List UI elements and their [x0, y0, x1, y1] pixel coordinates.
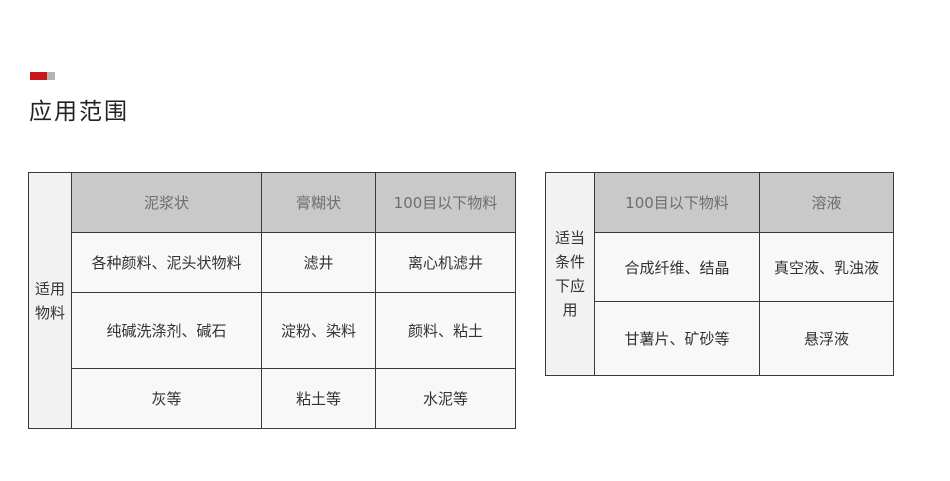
table-header-row: 适用物料 泥浆状 膏糊状 100目以下物料: [28, 172, 516, 429]
column-header: 溶液: [759, 172, 894, 233]
column-header: 膏糊状: [261, 172, 376, 233]
table-cell: 合成纤维、结晶: [594, 232, 760, 302]
column-header: 泥浆状: [71, 172, 262, 233]
table-header-row: 适当条件下应用 100目以下物料 溶液: [545, 172, 894, 376]
table-row: 各种颜料、泥头状物料 滤井 离心机滤井: [29, 232, 516, 293]
side-label: 适当条件下应用: [554, 229, 585, 319]
column-header: 100目以下物料: [594, 172, 760, 233]
table-cell: 水泥等: [375, 368, 516, 429]
table-cell: 淀粉、染料: [261, 292, 376, 369]
side-label-cell: 适用物料: [28, 172, 72, 429]
accent-gray-block: [47, 72, 55, 80]
section-accent-bar: [30, 72, 55, 80]
table-cell: 颜料、粘土: [375, 292, 516, 369]
table-cell: 离心机滤井: [375, 232, 516, 293]
table-row: 灰等 粘土等 水泥等: [29, 368, 516, 429]
accent-red-block: [30, 72, 47, 80]
applicable-materials-table: 适用物料 泥浆状 膏糊状 100目以下物料 各种颜料、泥头状物料 滤井 离心机滤…: [28, 172, 516, 429]
table-cell: 粘土等: [261, 368, 376, 429]
table-cell: 纯碱洗涤剂、碱石: [71, 292, 262, 369]
section-title: 应用范围: [29, 99, 129, 125]
table-row: 甘薯片、矿砂等 悬浮液: [546, 301, 894, 376]
table-cell: 真空液、乳浊液: [759, 232, 894, 302]
conditional-application-table: 适当条件下应用 100目以下物料 溶液 合成纤维、结晶 真空液、乳浊液 甘薯片、…: [545, 172, 894, 376]
table-cell: 灰等: [71, 368, 262, 429]
table-cell: 滤井: [261, 232, 376, 293]
table-row: 合成纤维、结晶 真空液、乳浊液: [546, 232, 894, 302]
side-label-cell: 适当条件下应用: [545, 172, 595, 376]
table-row: 纯碱洗涤剂、碱石 淀粉、染料 颜料、粘土: [29, 292, 516, 369]
column-header: 100目以下物料: [375, 172, 516, 233]
table-cell: 各种颜料、泥头状物料: [71, 232, 262, 293]
table-cell: 悬浮液: [759, 301, 894, 376]
table-cell: 甘薯片、矿砂等: [594, 301, 760, 376]
side-label: 适用物料: [34, 279, 65, 322]
